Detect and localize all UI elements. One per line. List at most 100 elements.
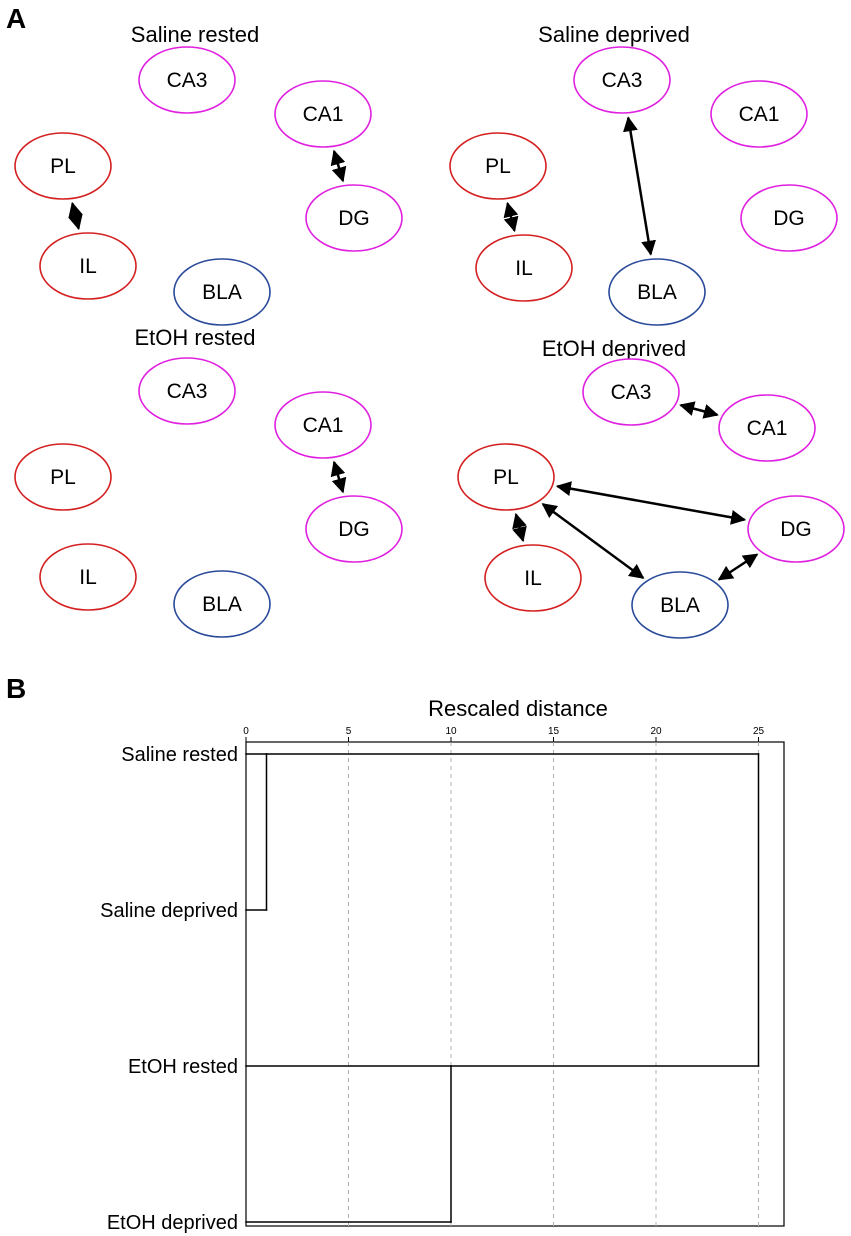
connection-arrow-pl-il [503, 201, 519, 233]
connection-arrow-ca3-ca1 [679, 401, 719, 419]
region-ellipse [457, 443, 555, 511]
region-ellipse [573, 46, 671, 114]
group-title: EtOH deprived [542, 336, 686, 361]
region-ellipse [747, 495, 845, 563]
leaf-label-saline-rested: Saline rested [121, 744, 238, 766]
region-node-ca3: CA3 [138, 46, 236, 114]
connection-arrow-pl-bla [541, 503, 645, 579]
region-label: CA1 [747, 417, 788, 440]
region-label: DG [773, 207, 805, 230]
region-node-pl: PL [14, 443, 112, 511]
region-label: BLA [660, 594, 700, 617]
region-label: DG [338, 207, 370, 230]
region-node-ca3: CA3 [573, 46, 671, 114]
tick-label-25: 25 [753, 726, 765, 737]
region-ellipse [138, 357, 236, 425]
region-node-pl: PL [14, 132, 112, 200]
leaf-label-saline-deprived: Saline deprived [100, 900, 238, 922]
region-label: CA1 [303, 414, 344, 437]
region-node-il: IL [475, 234, 573, 302]
region-node-il: IL [39, 232, 137, 300]
connection-arrow-pl-il [68, 201, 83, 231]
region-ellipse [631, 571, 729, 639]
region-ellipse [740, 184, 838, 252]
leaf-label-etoh-rested: EtOH rested [128, 1056, 238, 1078]
connection-arrow-ca3-bla [623, 116, 656, 256]
region-ellipse [582, 358, 680, 426]
region-ellipse [274, 80, 372, 148]
group-title: Saline rested [131, 22, 259, 47]
region-node-dg: DG [740, 184, 838, 252]
region-node-bla: BLA [173, 570, 271, 638]
region-label: IL [524, 567, 542, 590]
leaf-label-etoh-deprived: EtOH deprived [107, 1212, 238, 1234]
connection-arrow-pl-il [512, 512, 527, 543]
region-label: CA3 [167, 69, 208, 92]
region-node-dg: DG [305, 184, 403, 252]
region-node-dg: DG [305, 495, 403, 563]
region-ellipse [718, 394, 816, 462]
region-label: PL [493, 466, 519, 489]
panel-a-letter: A [6, 3, 26, 34]
region-label: BLA [202, 281, 242, 304]
region-node-ca1: CA1 [710, 80, 808, 148]
region-ellipse [484, 544, 582, 612]
region-ellipse [449, 132, 547, 200]
region-ellipse [274, 391, 372, 459]
region-node-ca1: CA1 [274, 80, 372, 148]
region-label: IL [79, 255, 97, 278]
region-node-pl: PL [457, 443, 555, 511]
dendrogram-axis-title: Rescaled distance [428, 696, 608, 721]
connection-arrow-ca1-dg [330, 460, 347, 494]
region-node-dg: DG [747, 495, 845, 563]
region-ellipse [138, 46, 236, 114]
region-ellipse [475, 234, 573, 302]
group-title: Saline deprived [538, 22, 690, 47]
region-node-ca3: CA3 [582, 358, 680, 426]
connection-arrow-ca1-dg [330, 149, 347, 183]
region-label: CA1 [739, 103, 780, 126]
region-ellipse [173, 258, 271, 326]
connection-arrow-pl-dg [555, 481, 747, 525]
region-ellipse [173, 570, 271, 638]
region-node-bla: BLA [631, 571, 729, 639]
region-label: CA1 [303, 103, 344, 126]
region-label: IL [515, 257, 533, 280]
region-label: CA3 [611, 381, 652, 404]
plot-frame [245, 741, 785, 1227]
region-label: CA3 [602, 69, 643, 92]
tick-label-0: 0 [243, 726, 249, 737]
region-node-ca1: CA1 [274, 391, 372, 459]
region-label: PL [50, 155, 76, 178]
region-node-bla: BLA [173, 258, 271, 326]
region-node-il: IL [39, 543, 137, 611]
region-node-ca1: CA1 [718, 394, 816, 462]
region-node-bla: BLA [608, 258, 706, 326]
region-ellipse [608, 258, 706, 326]
tick-label-20: 20 [650, 726, 662, 737]
region-label: PL [485, 155, 511, 178]
tick-label-5: 5 [346, 726, 352, 737]
region-label: DG [780, 518, 812, 541]
region-label: DG [338, 518, 370, 541]
region-ellipse [14, 443, 112, 511]
region-label: IL [79, 566, 97, 589]
region-node-il: IL [484, 544, 582, 612]
connection-arrow-bla-dg [717, 553, 759, 581]
region-label: PL [50, 466, 76, 489]
region-ellipse [39, 232, 137, 300]
tick-label-15: 15 [548, 726, 560, 737]
region-label: BLA [637, 281, 677, 304]
region-ellipse [14, 132, 112, 200]
region-label: BLA [202, 593, 242, 616]
region-ellipse [305, 495, 403, 563]
region-ellipse [39, 543, 137, 611]
region-node-ca3: CA3 [138, 357, 236, 425]
region-node-pl: PL [449, 132, 547, 200]
